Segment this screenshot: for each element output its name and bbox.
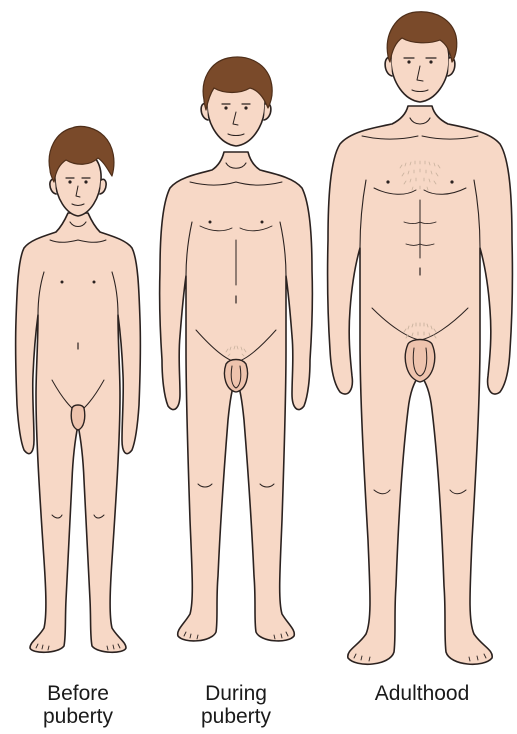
- teen-body: [160, 152, 313, 641]
- adult-body: [328, 106, 513, 664]
- figure-during-puberty: [160, 57, 313, 641]
- label-during-puberty: During puberty: [176, 682, 296, 728]
- label-adulthood: Adulthood: [352, 682, 492, 705]
- label-before-puberty: Before puberty: [18, 682, 138, 728]
- label-line: puberty: [176, 705, 296, 728]
- figure-adulthood: [328, 12, 513, 665]
- figure-before-puberty: [16, 126, 141, 652]
- label-line: Adulthood: [352, 682, 492, 705]
- label-line: During: [176, 682, 296, 705]
- label-line: Before: [18, 682, 138, 705]
- child-body: [16, 213, 141, 652]
- label-line: puberty: [18, 705, 138, 728]
